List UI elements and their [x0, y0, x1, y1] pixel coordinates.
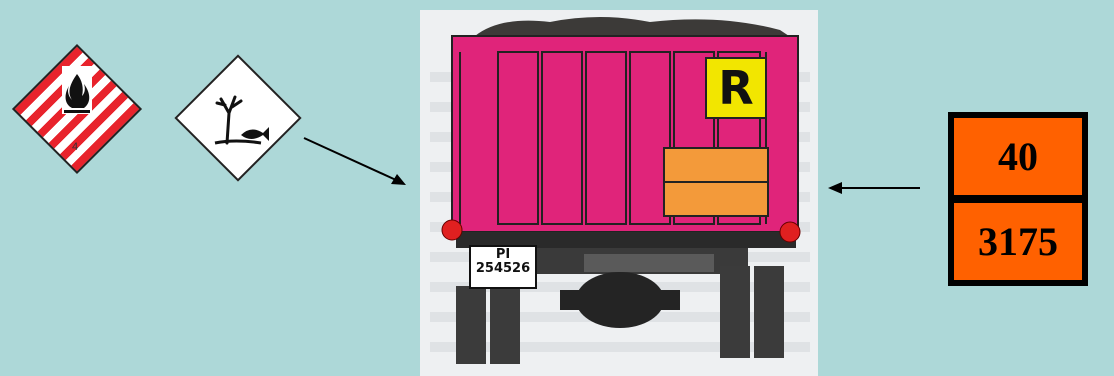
plate-line-1: PI	[470, 248, 536, 262]
plate-line-2: 254526	[470, 262, 536, 276]
flammable-solid-label: 4	[12, 44, 142, 174]
dead-tree-fish-icon	[175, 55, 301, 181]
license-plate: PI 254526	[470, 248, 536, 276]
hazard-identification-number: 40	[954, 118, 1082, 195]
arrow-icon	[296, 130, 416, 190]
class-number: 4	[72, 141, 78, 153]
environmental-hazard-label	[175, 55, 301, 181]
orange-hazard-plate: 40 3175	[948, 112, 1088, 286]
arrow-icon	[824, 176, 924, 200]
rear-sign-r: R	[706, 58, 766, 118]
un-number: 3175	[954, 203, 1082, 280]
flame-symbol-icon	[12, 44, 142, 174]
truck-rear-illustration: R PI 254526	[420, 10, 818, 376]
